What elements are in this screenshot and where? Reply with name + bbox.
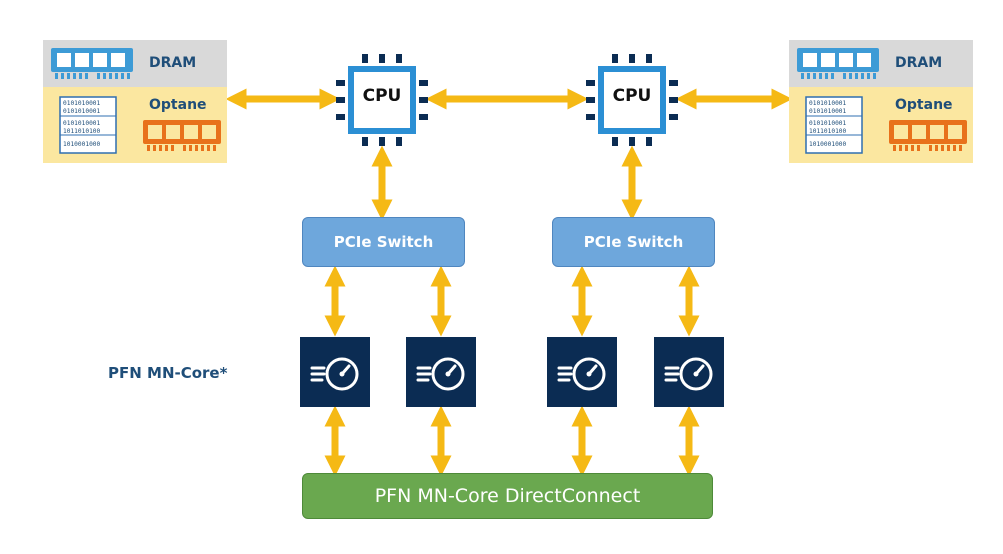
optane-module-icon bbox=[143, 120, 221, 151]
mn-core-label: PFN MN-Core* bbox=[108, 364, 228, 382]
cpu-2: CPU bbox=[584, 52, 680, 148]
dram-label: DRAM bbox=[895, 55, 943, 71]
speedometer-icon bbox=[664, 357, 713, 391]
binary-row: 1010001000 bbox=[63, 141, 101, 148]
binary-data-icon: 0101010001 0101010001 0101010001 1011010… bbox=[805, 96, 863, 154]
optane-module-icon bbox=[889, 120, 967, 151]
speedometer-icon bbox=[557, 357, 606, 391]
memory-block-right: DRAM 0101010001 0101010001 0101010001 10… bbox=[789, 40, 973, 163]
pcie-switch-1: PCIe Switch bbox=[302, 217, 465, 267]
binary-row: 0101010001 bbox=[809, 108, 847, 115]
binary-row: 1010001000 bbox=[809, 141, 847, 148]
binary-row: 0101010001 bbox=[809, 100, 847, 107]
binary-row: 1011010100 bbox=[63, 128, 101, 135]
mn-core-accelerator-4 bbox=[654, 337, 724, 407]
binary-data-icon: 0101010001 0101010001 0101010001 1011010… bbox=[59, 96, 117, 154]
binary-row: 0101010001 bbox=[63, 100, 101, 107]
speedometer-icon bbox=[310, 357, 359, 391]
dram-module-icon bbox=[797, 48, 879, 79]
binary-row: 0101010001 bbox=[63, 120, 101, 127]
mn-core-directconnect: PFN MN-Core DirectConnect bbox=[302, 473, 713, 519]
dram-label: DRAM bbox=[149, 55, 197, 71]
optane-label: Optane bbox=[895, 97, 953, 113]
pcie-switch-2: PCIe Switch bbox=[552, 217, 715, 267]
binary-row: 1011010100 bbox=[809, 128, 847, 135]
mn-core-accelerator-2 bbox=[406, 337, 476, 407]
memory-block-left: DRAM 0101010001 0101010001 0101010001 10… bbox=[43, 40, 227, 163]
binary-row: 0101010001 bbox=[809, 120, 847, 127]
cpu-label: CPU bbox=[612, 86, 652, 106]
mn-core-accelerator-3 bbox=[547, 337, 617, 407]
dram-module-icon bbox=[51, 48, 133, 79]
mn-core-accelerator-1 bbox=[300, 337, 370, 407]
cpu-1: CPU bbox=[334, 52, 430, 148]
optane-label: Optane bbox=[149, 97, 207, 113]
cpu-chip-icon bbox=[336, 54, 428, 146]
speedometer-icon bbox=[416, 357, 465, 391]
cpu-label: CPU bbox=[362, 86, 402, 106]
binary-row: 0101010001 bbox=[63, 108, 101, 115]
cpu-chip-icon bbox=[586, 54, 678, 146]
